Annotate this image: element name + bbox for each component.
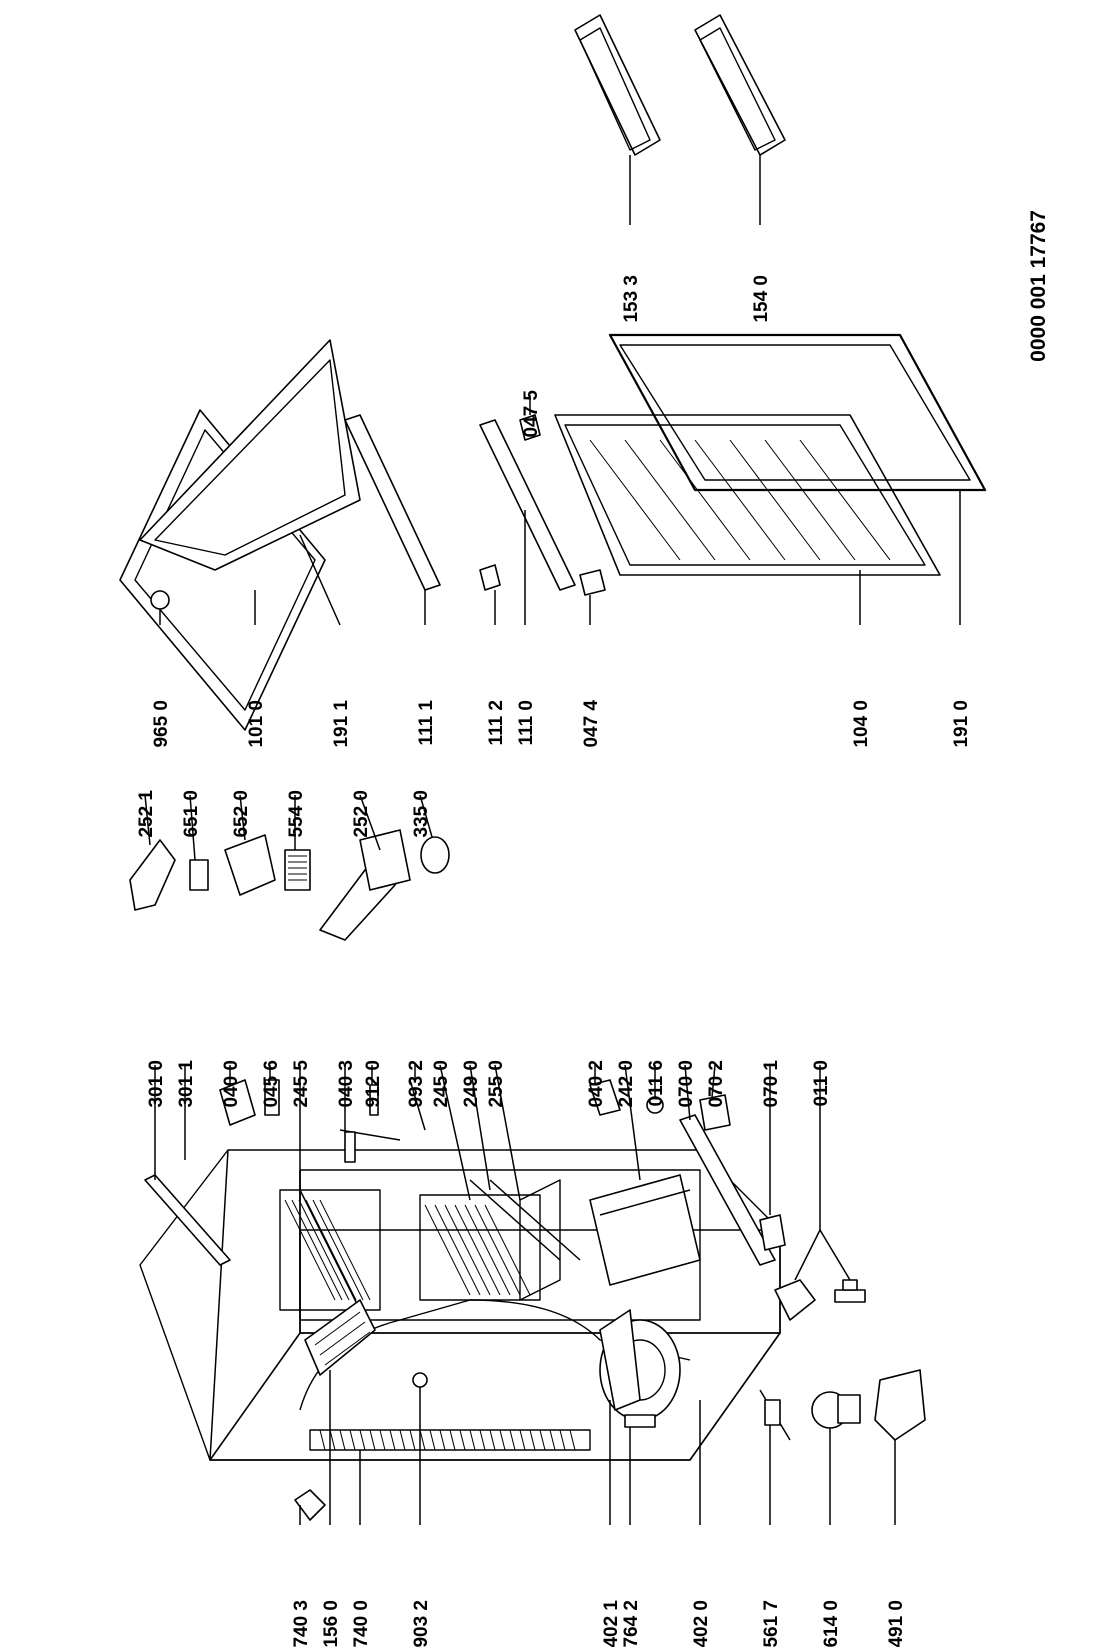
label-402-0: 402 0 <box>691 1600 712 1647</box>
drier-part <box>624 1414 656 1428</box>
foot-011-0 <box>774 1279 866 1321</box>
part-252-1 <box>129 839 176 911</box>
knob-965 <box>150 590 170 610</box>
top-strip <box>144 1174 231 1266</box>
label-045-6: 045 6 <box>261 1060 282 1108</box>
cap-part <box>294 1489 326 1521</box>
part-labels: 301 0 301 1 040 0 045 6 245 5 040 3 912 … <box>136 275 972 1647</box>
label-554-0: 554 0 <box>286 790 307 838</box>
bar-111-1 <box>344 414 441 591</box>
bar-111-0 <box>479 419 576 591</box>
label-561-7: 561 7 <box>761 1600 782 1647</box>
label-252-0: 252 0 <box>351 790 372 838</box>
label-040-2: 040 2 <box>586 1060 607 1108</box>
label-402-1: 402 1 <box>601 1600 622 1647</box>
label-255-0: 255 0 <box>486 1060 507 1108</box>
label-070-0: 070 0 <box>676 1060 697 1108</box>
label-101-0: 101 0 <box>246 700 267 748</box>
label-040-3: 040 3 <box>336 1060 357 1108</box>
part-070-1 <box>759 1214 786 1251</box>
part-335-0 <box>420 836 450 874</box>
label-652-0: 652 0 <box>231 790 252 838</box>
label-070-1: 070 1 <box>761 1060 782 1108</box>
label-070-2: 070 2 <box>706 1060 727 1108</box>
pin-part <box>264 1079 280 1116</box>
protector-part <box>811 1391 861 1429</box>
hinge-040-2 <box>589 1079 621 1116</box>
label-047-5: 047 5 <box>521 390 542 438</box>
label-245-5: 245 5 <box>291 1060 312 1108</box>
label-156-0: 156 0 <box>321 1600 342 1647</box>
label-191-0: 191 0 <box>951 700 972 748</box>
clip-047-4 <box>579 569 606 596</box>
label-335-0: 335 0 <box>411 790 432 838</box>
label-011-0: 011 0 <box>811 1060 832 1107</box>
label-242-0: 242 0 <box>616 1060 637 1108</box>
cover-part <box>874 1369 926 1441</box>
label-252-1: 252 1 <box>136 790 157 838</box>
label-614-0: 614 0 <box>821 1600 842 1647</box>
label-249-0: 249 0 <box>461 1060 482 1108</box>
label-764-2: 764 2 <box>621 1600 642 1647</box>
label-153-3: 153 3 <box>621 275 642 323</box>
document-code: 0000 001 17767 <box>1027 210 1050 362</box>
clip-047-5 <box>519 414 541 441</box>
leader-lines <box>144 155 961 1525</box>
label-740-0: 740 0 <box>351 1600 372 1647</box>
label-740-3: 740 3 <box>291 1600 312 1647</box>
label-047-4: 047 4 <box>581 700 602 748</box>
label-965-0: 965 0 <box>151 700 172 748</box>
label-912-0: 912 0 <box>363 1060 384 1108</box>
control-parts <box>129 829 450 941</box>
label-040-0: 040 0 <box>221 1060 242 1108</box>
label-993-2: 993 2 <box>406 1060 427 1108</box>
relay-part <box>759 1389 791 1441</box>
screw-912 <box>369 1084 379 1116</box>
part-652-0 <box>224 834 276 896</box>
label-491-0: 491 0 <box>886 1600 907 1647</box>
label-154-0: 154 0 <box>751 275 772 323</box>
label-301-1: 301 1 <box>176 1060 197 1108</box>
fridge-shelves <box>419 1174 701 1301</box>
label-111-0: 111 0 <box>516 700 537 745</box>
label-111-1: 111 1 <box>416 700 437 746</box>
compressor <box>599 1309 681 1421</box>
clip-111-2 <box>479 564 501 591</box>
fridge-door <box>554 333 987 576</box>
sensor-993 <box>409 1079 426 1131</box>
part-554-0 <box>284 849 311 891</box>
door-balcony-153-3 <box>574 14 661 156</box>
label-111-2: 111 2 <box>486 700 507 745</box>
label-651-0: 651 0 <box>181 790 202 838</box>
freezer-compartment <box>279 1189 381 1376</box>
door-balcony-154-0 <box>694 14 786 156</box>
label-301-0: 301 0 <box>146 1060 167 1108</box>
part-252-0 <box>319 829 411 941</box>
condenser <box>309 1429 591 1451</box>
thermostat-bracket <box>344 1131 356 1163</box>
label-104-0: 104 0 <box>851 700 872 748</box>
screw-part <box>412 1372 428 1388</box>
hinge-part <box>219 1079 256 1126</box>
label-903-2: 903 2 <box>411 1600 432 1647</box>
part-070-2 <box>699 1094 731 1131</box>
freezer-door <box>119 339 361 731</box>
part-651-0 <box>189 859 209 891</box>
label-245-0: 245 0 <box>431 1060 452 1108</box>
label-011-6: 011 6 <box>646 1060 667 1107</box>
label-191-1: 191 1 <box>331 700 352 748</box>
